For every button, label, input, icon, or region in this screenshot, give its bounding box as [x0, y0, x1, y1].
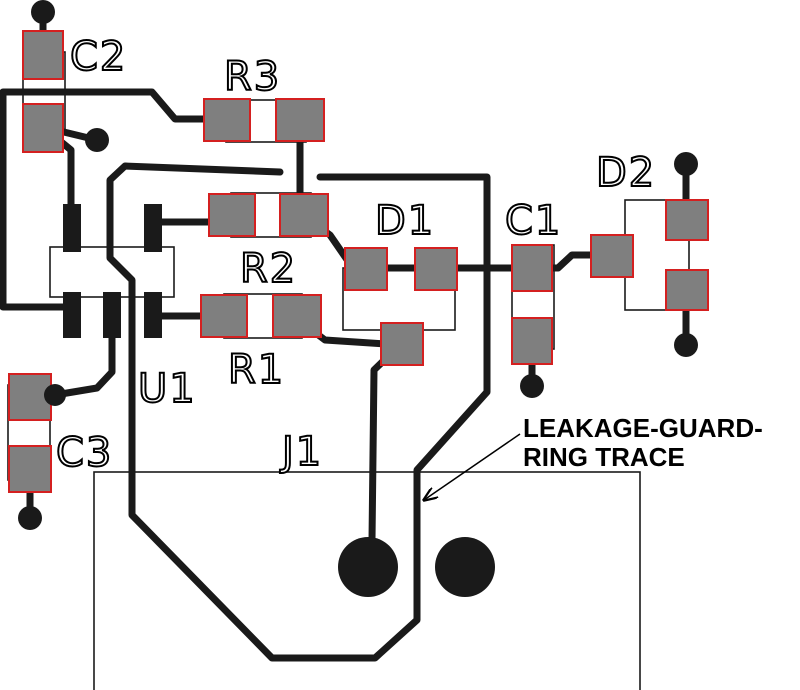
d2-pad-1	[590, 234, 634, 278]
label-r3: R3	[224, 54, 281, 100]
guard-ring-callout: LEAKAGE-GUARD- RING TRACE	[424, 413, 763, 500]
trace-r3-loop	[0, 88, 229, 311]
label-u1: U1	[138, 366, 197, 412]
r3-pad-1	[203, 98, 251, 142]
c2-pad-2	[22, 103, 64, 153]
r3-pad-2	[275, 98, 325, 142]
callout-line-1: LEAKAGE-GUARD-	[523, 413, 763, 443]
via-c3-bottom	[18, 506, 42, 530]
d1-pad-3	[380, 322, 424, 366]
via-c2-top	[31, 0, 55, 24]
u1-pin-1	[63, 292, 81, 338]
r1-pad-2	[272, 294, 322, 338]
c3-pad-2	[8, 445, 52, 493]
c1-pad-2	[511, 317, 553, 365]
d1-pad-1	[344, 247, 388, 291]
reference-designators: C2 R3 D2 D1 C1 R2 R1 U1 C3 J1	[55, 33, 656, 477]
c2-pad-1	[22, 30, 64, 80]
d2-pad-3	[665, 269, 709, 311]
j1-connector-outline	[93, 471, 641, 690]
d1-pad-2	[414, 247, 458, 291]
r2-pad-1	[208, 193, 256, 237]
j1-pin-2	[435, 537, 495, 597]
u1-pin-2	[103, 292, 121, 338]
label-c2: C2	[70, 34, 127, 80]
trace-u1-c3	[51, 326, 116, 399]
u1-ic-pads	[63, 204, 162, 338]
r2-pad-2	[279, 193, 329, 237]
label-c3: C3	[56, 430, 113, 476]
u1-pin-8	[63, 204, 81, 252]
r1-pad-1	[200, 294, 248, 338]
callout-arrow	[424, 433, 521, 500]
u1-pin-3	[144, 292, 162, 338]
j1-pin-1	[338, 537, 398, 597]
u1-pin-5	[144, 204, 162, 252]
d2-pad-2	[665, 199, 709, 241]
via-d2-top	[674, 152, 698, 176]
smd-pads	[8, 30, 709, 493]
trace-d1-j1	[368, 340, 405, 544]
via-c3-side	[44, 384, 66, 406]
trace-guard-ring-left	[106, 162, 491, 662]
label-d2: D2	[596, 150, 656, 196]
c1-pad-1	[511, 244, 553, 292]
label-c1: C1	[505, 198, 562, 244]
vias	[18, 0, 698, 597]
label-r2: R2	[240, 246, 297, 292]
c3-pad-1	[8, 373, 52, 421]
callout-line-2: RING TRACE	[523, 442, 685, 472]
via-c1-bottom	[520, 374, 544, 398]
label-j1: J1	[279, 429, 323, 475]
label-r1: R1	[228, 347, 285, 393]
label-d1: D1	[375, 198, 435, 244]
via-d2-bottom	[674, 333, 698, 357]
via-c2-side	[85, 128, 109, 152]
